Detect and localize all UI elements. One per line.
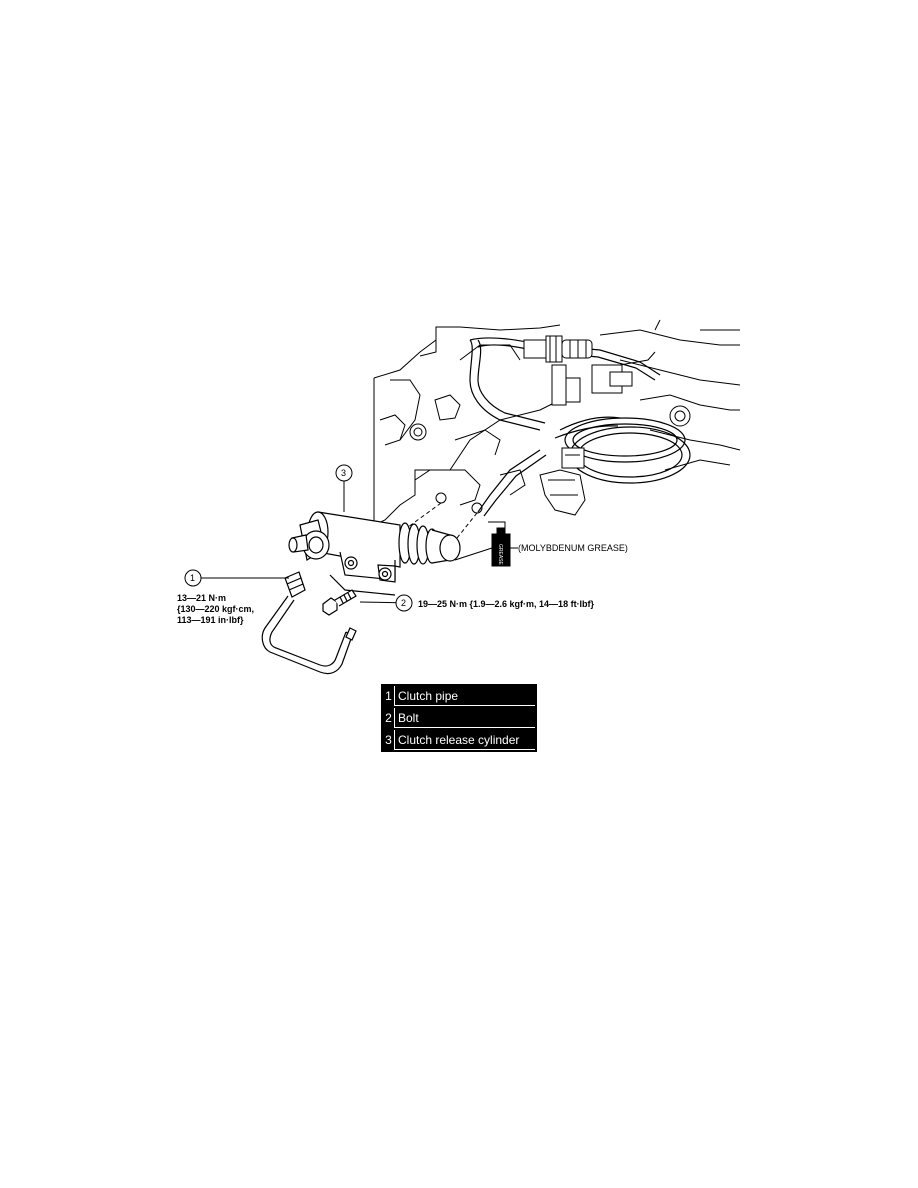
callout-circle-3 — [335, 464, 353, 482]
legend-row: 1 Clutch pipe — [383, 686, 535, 706]
callout-number-3: 3 — [341, 468, 347, 478]
legend-row: 3 Clutch release cylinder — [383, 730, 535, 750]
pipe-torque-line2: {130—220 kgf·cm, — [177, 604, 255, 614]
callout-number-1: 1 — [190, 573, 196, 583]
callout-circles — [184, 464, 413, 612]
bolt-torque: 19—25 N·m {1.9—2.6 kgf·m, 14—18 ft·lbf} — [418, 599, 595, 609]
pipe-torque-line3: 113—191 in·lbf} — [177, 615, 244, 625]
pipe-torque-line1: 13—21 N·m — [177, 593, 227, 603]
legend-number: 3 — [383, 730, 395, 750]
clutch-pipe — [261, 571, 357, 675]
callout-number-2: 2 — [401, 598, 407, 608]
bolt — [322, 589, 357, 616]
grease-can-text: GREASE — [497, 544, 503, 565]
hose-fittings — [523, 335, 656, 469]
legend-row: 2 Bolt — [383, 708, 535, 728]
transmission-housing — [373, 319, 741, 526]
legend-table: 1 Clutch pipe 2 Bolt 3 Clutch release cy… — [381, 684, 537, 752]
clutch-release-cylinder — [288, 511, 461, 596]
legend-text: Clutch release cylinder — [395, 730, 535, 750]
grease-label: (MOLYBDENUM GREASE) — [518, 543, 628, 553]
legend-number: 1 — [383, 686, 395, 706]
callout-circle-1 — [184, 569, 202, 587]
legend-text: Bolt — [395, 708, 535, 728]
callout-circle-2 — [395, 594, 413, 612]
grease-can-icon — [488, 521, 518, 567]
legend-number: 2 — [383, 708, 395, 728]
legend-text: Clutch pipe — [395, 686, 535, 706]
hydraulic-hoses — [469, 337, 691, 517]
